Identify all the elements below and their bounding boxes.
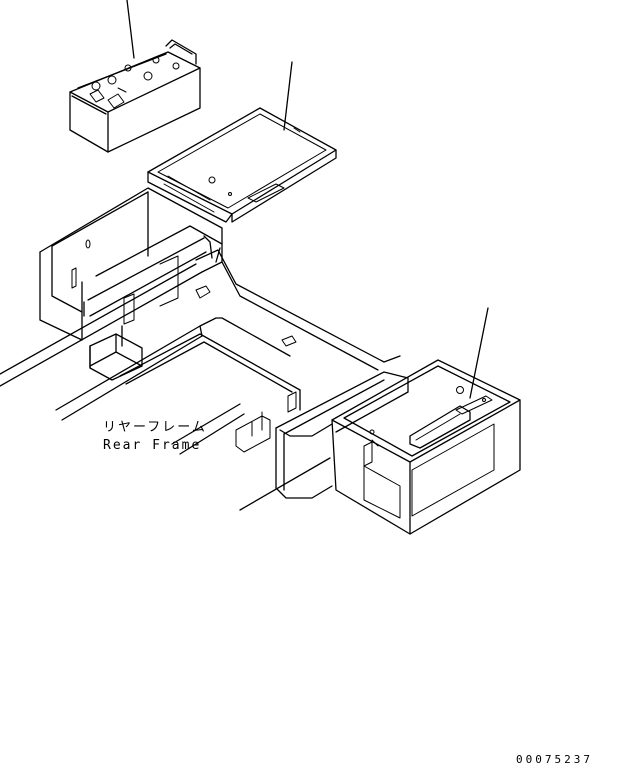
frame-end-bracket (235, 371, 409, 499)
battery-tray (147, 107, 337, 223)
rear-frame-label-en: Rear Frame (103, 438, 202, 453)
battery-bracket (39, 187, 223, 341)
leader-line-battery-box (469, 307, 489, 399)
rear-frame-label-jp: リヤーフレーム (103, 420, 207, 435)
rear-frame (0, 235, 401, 511)
leader-line-battery-top (126, 0, 135, 59)
battery-top (69, 39, 201, 153)
battery-box (331, 359, 521, 535)
drawing-number: 00075237 (516, 753, 593, 766)
leader-line-tray (283, 61, 293, 131)
stay-bracket (89, 325, 143, 381)
